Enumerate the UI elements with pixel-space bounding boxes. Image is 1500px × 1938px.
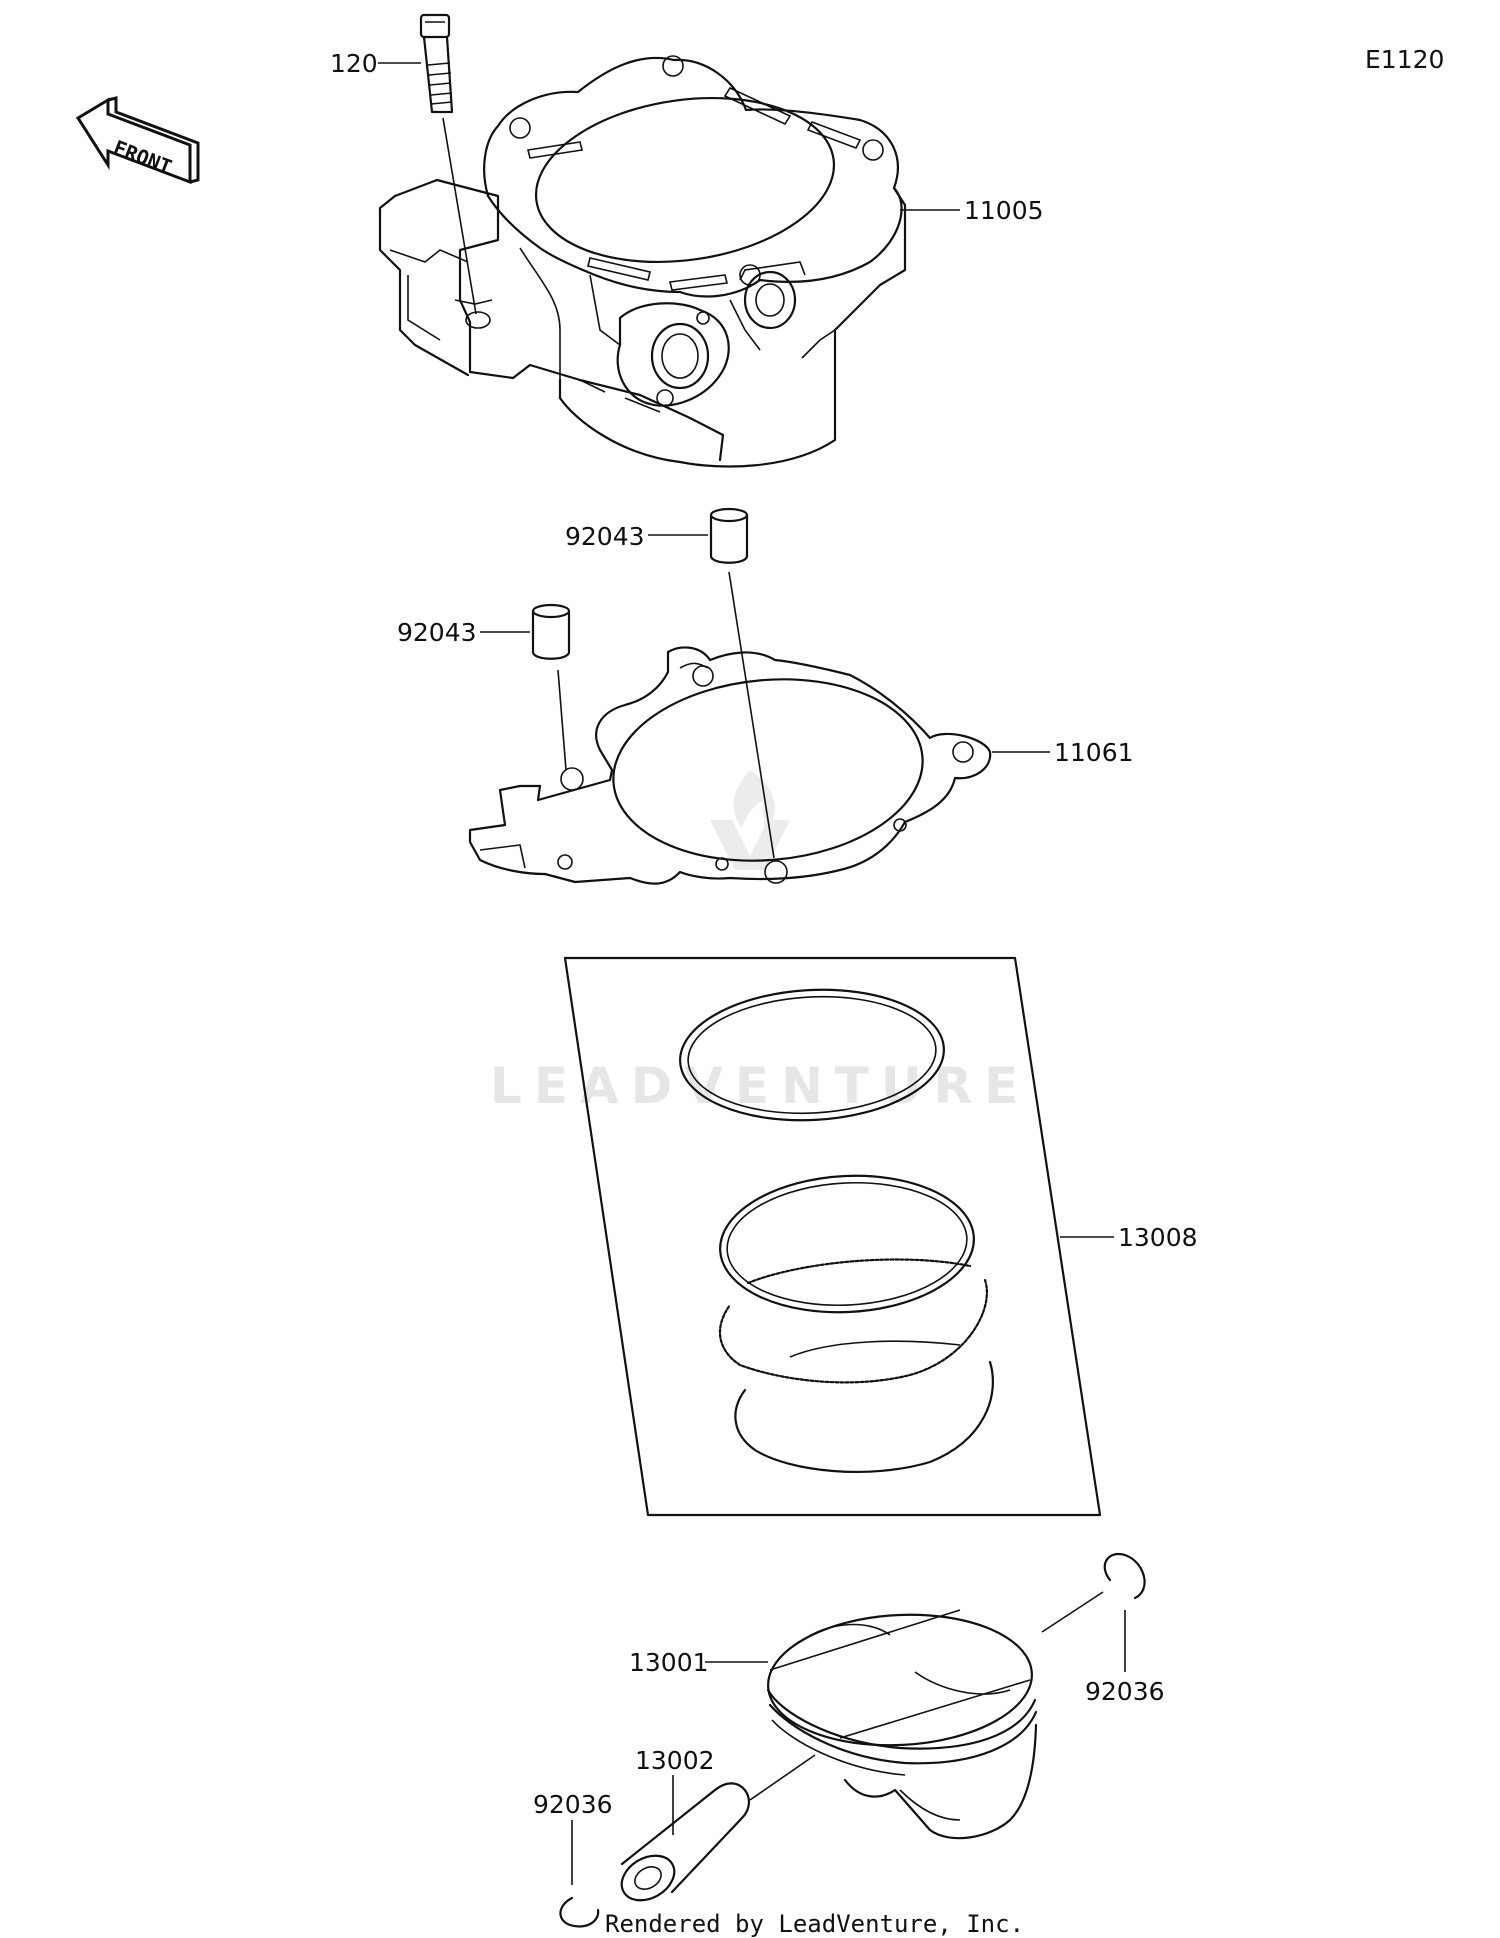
part-label-92036-left: 92036 bbox=[533, 1790, 613, 1819]
circlip-left-92036[interactable] bbox=[559, 1820, 600, 1928]
part-label-92043-lower: 92043 bbox=[397, 618, 477, 647]
ring-set-13008[interactable] bbox=[563, 956, 1114, 1517]
part-label-13001: 13001 bbox=[629, 1648, 709, 1677]
gasket-11061[interactable] bbox=[468, 646, 1050, 885]
circlip-right-92036[interactable] bbox=[1041, 1552, 1146, 1672]
watermark-text: LEADVENTURE bbox=[490, 1057, 1030, 1115]
part-label-11005: 11005 bbox=[964, 196, 1044, 225]
part-label-92043-upper: 92043 bbox=[565, 522, 645, 551]
cylinder-11005[interactable] bbox=[378, 55, 960, 468]
watermark: LEADVENTURE bbox=[490, 770, 1030, 1115]
part-label-92036-right: 92036 bbox=[1085, 1677, 1165, 1706]
diagram-code: E1120 bbox=[1365, 45, 1444, 74]
part-label-13002: 13002 bbox=[635, 1746, 715, 1775]
part-label-13008: 13008 bbox=[1118, 1223, 1198, 1252]
render-credit: Rendered by LeadVenture, Inc. bbox=[605, 1910, 1024, 1938]
piston-13001[interactable] bbox=[705, 1608, 1038, 1840]
bolt-120[interactable] bbox=[419, 13, 477, 315]
part-label-11061: 11061 bbox=[1054, 738, 1134, 767]
piston-pin-13002[interactable] bbox=[614, 1754, 816, 1909]
part-label-120: 120 bbox=[330, 49, 378, 78]
front-arrow-icon: FRONT bbox=[75, 96, 200, 185]
dowel-upper-92043[interactable] bbox=[648, 507, 775, 859]
dowel-lower-92043[interactable] bbox=[480, 603, 571, 771]
